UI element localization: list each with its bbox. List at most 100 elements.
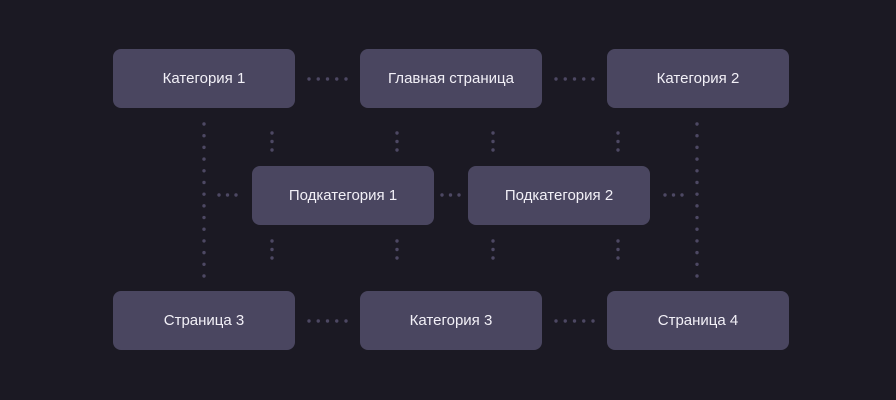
connector-sub1-sub2	[440, 193, 461, 197]
connector-dot	[202, 239, 206, 243]
connector-dot	[491, 131, 495, 135]
connector-dot	[491, 256, 495, 260]
connector-short-bottom	[395, 239, 399, 260]
connector-dot	[395, 139, 399, 144]
connector-dot	[202, 122, 206, 126]
node-label: Страница 4	[657, 312, 739, 329]
connector-dot	[695, 239, 699, 243]
connector-dot	[695, 192, 699, 196]
connector-dot	[572, 319, 577, 323]
connector-dot	[554, 77, 558, 81]
connector-short-top	[616, 131, 620, 152]
connector-dot	[202, 274, 206, 278]
node-label: Категория 3	[409, 312, 493, 329]
connector-dot	[695, 145, 699, 150]
connector-dot	[307, 319, 311, 323]
connector-dot	[344, 77, 348, 81]
node-page-4[interactable]: Страница 4	[607, 291, 789, 350]
connector-dot	[217, 193, 221, 197]
connector-dot	[270, 247, 274, 252]
connector-sub2-right	[663, 193, 684, 197]
connector-dot	[270, 139, 274, 144]
connector-dot	[344, 319, 348, 323]
connector-dot	[491, 247, 495, 252]
connector-dot	[202, 204, 206, 208]
connector-dot	[202, 157, 206, 161]
node-label: Страница 3	[163, 312, 245, 329]
connector-dot	[582, 319, 586, 323]
connector-dot	[335, 77, 339, 81]
connector-dot	[695, 157, 699, 161]
connector-dot	[270, 239, 274, 243]
connector-dot	[202, 215, 206, 220]
connector-left-sub1	[217, 193, 238, 197]
connector-dot	[554, 319, 558, 323]
node-category-1[interactable]: Категория 1	[113, 49, 295, 108]
connector-dot	[695, 227, 699, 231]
connector-dot	[325, 319, 330, 323]
connector-dot	[671, 193, 676, 197]
connector-dot	[395, 256, 399, 260]
node-label: Подкатегория 1	[288, 187, 398, 204]
node-label: Подкатегория 2	[504, 187, 614, 204]
connector-dot	[440, 193, 444, 197]
connector-dot	[491, 148, 495, 152]
connector-dot	[395, 247, 399, 252]
connector-dot	[563, 319, 567, 323]
connector-dot	[202, 192, 206, 196]
connector-dot	[695, 215, 699, 220]
connector-dot	[491, 239, 495, 243]
connector-dot	[270, 148, 274, 152]
connector-dot	[395, 131, 399, 135]
connector-short-top	[395, 131, 399, 152]
node-category-3[interactable]: Категория 3	[360, 291, 542, 350]
connector-dot	[616, 131, 620, 135]
connector-dot	[202, 145, 206, 150]
connector-dot	[616, 239, 620, 243]
node-page-3[interactable]: Страница 3	[113, 291, 295, 350]
connector-dot	[695, 122, 699, 126]
connector-dot	[395, 239, 399, 243]
connector-dot	[316, 77, 320, 81]
connector-dot	[695, 204, 699, 208]
connector-cat1-home	[307, 77, 348, 81]
connector-dot	[582, 77, 586, 81]
connector-dot	[616, 256, 620, 260]
connector-dot	[395, 148, 399, 152]
connector-dot	[202, 180, 206, 185]
connector-short-top	[270, 131, 274, 152]
connector-dot	[695, 169, 699, 173]
connector-dot	[616, 148, 620, 152]
connector-dot	[457, 193, 461, 197]
connector-dot	[695, 262, 699, 267]
connector-dot	[695, 250, 699, 255]
connector-dot	[270, 256, 274, 260]
node-subcategory-2[interactable]: Подкатегория 2	[468, 166, 650, 225]
connector-dot	[663, 193, 667, 197]
connector-short-bottom	[270, 239, 274, 260]
connector-left-vertical	[202, 122, 206, 278]
connector-dot	[695, 133, 699, 138]
connector-dot	[202, 262, 206, 267]
node-home-page[interactable]: Главная страница	[360, 49, 542, 108]
connector-dot	[616, 247, 620, 252]
connector-dot	[563, 77, 567, 81]
node-subcategory-1[interactable]: Подкатегория 1	[252, 166, 434, 225]
connector-right-vertical	[695, 122, 699, 278]
connector-dot	[591, 319, 595, 323]
connector-short-top	[491, 131, 495, 152]
connector-short-bottom	[491, 239, 495, 260]
connector-dot	[572, 77, 577, 81]
node-label: Категория 2	[656, 70, 740, 87]
node-label: Главная страница	[388, 70, 514, 87]
connector-dot	[234, 193, 238, 197]
connector-dot	[270, 131, 274, 135]
connector-dot	[316, 319, 320, 323]
connector-dot	[202, 133, 206, 138]
connector-dot	[680, 193, 684, 197]
node-category-2[interactable]: Категория 2	[607, 49, 789, 108]
connector-dot	[202, 250, 206, 255]
connector-dot	[616, 139, 620, 144]
connector-home-cat2	[554, 77, 595, 81]
